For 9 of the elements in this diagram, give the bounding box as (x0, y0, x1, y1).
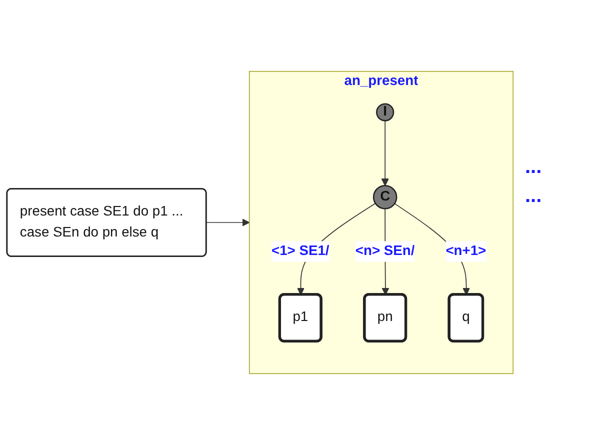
edge-label: <n+1> (446, 244, 486, 258)
node-circle: C (372, 185, 398, 210)
ellipsis-note: ... (525, 185, 543, 208)
edge-label: <1> SE1/ (272, 244, 330, 258)
ellipsis-note: ... (525, 156, 543, 179)
node-circle: I (376, 103, 394, 122)
edge-label: <n> SEn/ (355, 244, 415, 258)
arrow (381, 120, 389, 186)
arrow (206, 218, 250, 226)
